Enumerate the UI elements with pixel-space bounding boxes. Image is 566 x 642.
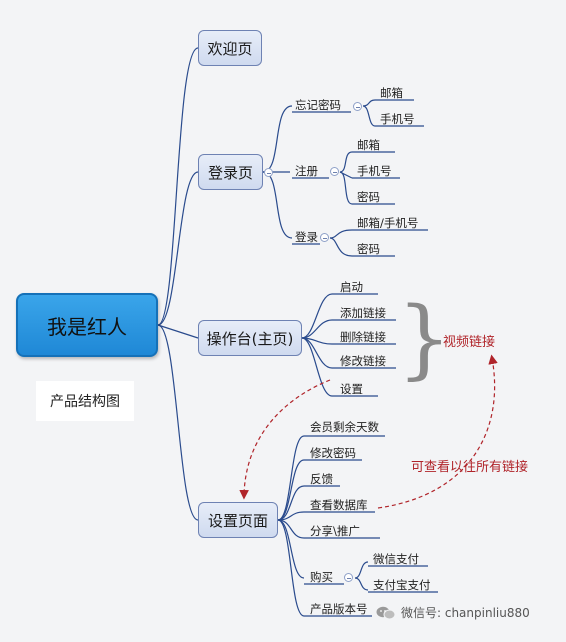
collapse-icon[interactable]: [344, 573, 353, 582]
leaf-forgot-email[interactable]: 邮箱: [380, 86, 403, 100]
settings-item-membership[interactable]: 会员剩余天数: [310, 420, 379, 434]
console-item-delete-link[interactable]: 删除链接: [340, 330, 386, 344]
leaf-register-email[interactable]: 邮箱: [357, 138, 380, 152]
brace-symbol: }: [397, 289, 452, 389]
purchase-wechat-pay[interactable]: 微信支付: [373, 552, 419, 566]
collapse-icon[interactable]: [353, 102, 362, 111]
collapse-icon[interactable]: [330, 167, 339, 176]
leaf-forgot-phone[interactable]: 手机号: [380, 112, 415, 126]
purchase-alipay[interactable]: 支付宝支付: [373, 578, 431, 592]
settings-item-version[interactable]: 产品版本号: [310, 602, 368, 616]
leaf-register-password[interactable]: 密码: [357, 190, 380, 204]
console-item-settings[interactable]: 设置: [340, 382, 363, 396]
console-item-edit-link[interactable]: 修改链接: [340, 354, 386, 368]
annotation-view-all-links: 可查看以往所有链接: [411, 460, 529, 475]
branch-forgot-password[interactable]: 忘记密码: [295, 98, 341, 112]
branch-register[interactable]: 注册: [295, 164, 318, 178]
leaf-login-password[interactable]: 密码: [357, 242, 380, 256]
node-login[interactable]: 登录页: [198, 154, 263, 190]
console-item-start[interactable]: 启动: [340, 280, 363, 294]
node-settings[interactable]: 设置页面: [198, 502, 278, 538]
settings-item-share[interactable]: 分享\推广: [310, 524, 360, 538]
leaf-register-phone[interactable]: 手机号: [357, 164, 392, 178]
node-welcome[interactable]: 欢迎页: [198, 30, 262, 66]
node-console[interactable]: 操作台(主页): [198, 320, 302, 356]
watermark: 微信号: chanpinliu880: [376, 604, 530, 621]
settings-item-change-password[interactable]: 修改密码: [310, 446, 356, 460]
watermark-text: 微信号: chanpinliu880: [401, 606, 530, 620]
collapse-icon[interactable]: [320, 233, 329, 242]
root-node[interactable]: 我是红人: [16, 293, 158, 357]
diagram-caption: 产品结构图: [36, 381, 134, 421]
console-item-add-link[interactable]: 添加链接: [340, 306, 386, 320]
collapse-icon[interactable]: [264, 168, 273, 177]
branch-login[interactable]: 登录: [295, 230, 318, 244]
settings-item-database[interactable]: 查看数据库: [310, 498, 368, 512]
settings-item-feedback[interactable]: 反馈: [310, 472, 333, 486]
leaf-login-account[interactable]: 邮箱/手机号: [357, 216, 419, 230]
wechat-icon: [376, 606, 396, 620]
settings-item-purchase[interactable]: 购买: [310, 570, 333, 584]
annotation-video-links: 视频链接: [443, 335, 496, 350]
